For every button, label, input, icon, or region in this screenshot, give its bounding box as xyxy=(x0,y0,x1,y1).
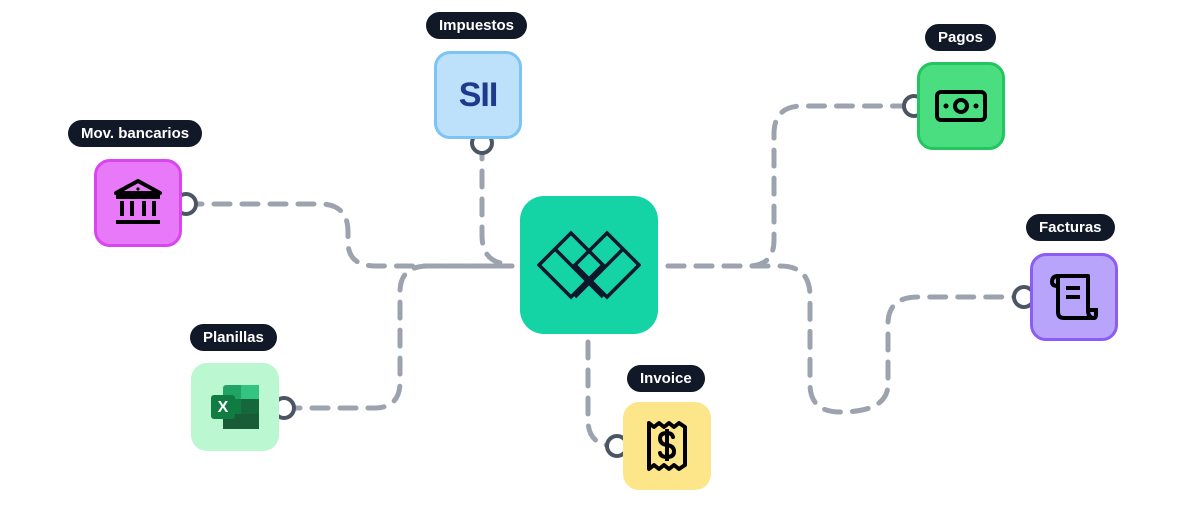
node-pagos[interactable] xyxy=(917,62,1005,150)
node-label-facturas: Facturas xyxy=(1026,214,1115,241)
connector-facturas xyxy=(665,263,1027,415)
node-mov-bancarios[interactable] xyxy=(94,159,182,247)
connector-invoice xyxy=(585,339,619,449)
excel-icon: X xyxy=(211,385,259,429)
cash-icon xyxy=(935,90,987,122)
sii-logo: SII xyxy=(458,75,499,114)
node-label-pagos: Pagos xyxy=(925,24,997,51)
connector-mov-bancarios xyxy=(183,201,515,269)
node-label-invoice: Invoice xyxy=(627,365,705,392)
hub-node[interactable] xyxy=(520,196,658,334)
connector-impuestos xyxy=(479,140,513,267)
bank-icon xyxy=(114,179,162,224)
node-planillas[interactable]: X xyxy=(191,363,279,451)
node-label-planillas: Planillas xyxy=(190,324,277,351)
node-invoice[interactable] xyxy=(623,402,711,490)
receipt-dollar-icon xyxy=(647,421,687,471)
scroll-icon xyxy=(1050,274,1098,320)
connector-planillas xyxy=(281,263,515,411)
node-label-impuestos: Impuestos xyxy=(426,12,528,39)
node-facturas[interactable] xyxy=(1030,253,1118,341)
node-impuestos[interactable]: SII xyxy=(434,51,522,139)
svg-text:X: X xyxy=(218,399,229,416)
diamond-logo-icon xyxy=(537,230,641,300)
node-label-mov-bancarios: Mov. bancarios xyxy=(68,120,203,147)
connector-pagos xyxy=(665,103,917,269)
